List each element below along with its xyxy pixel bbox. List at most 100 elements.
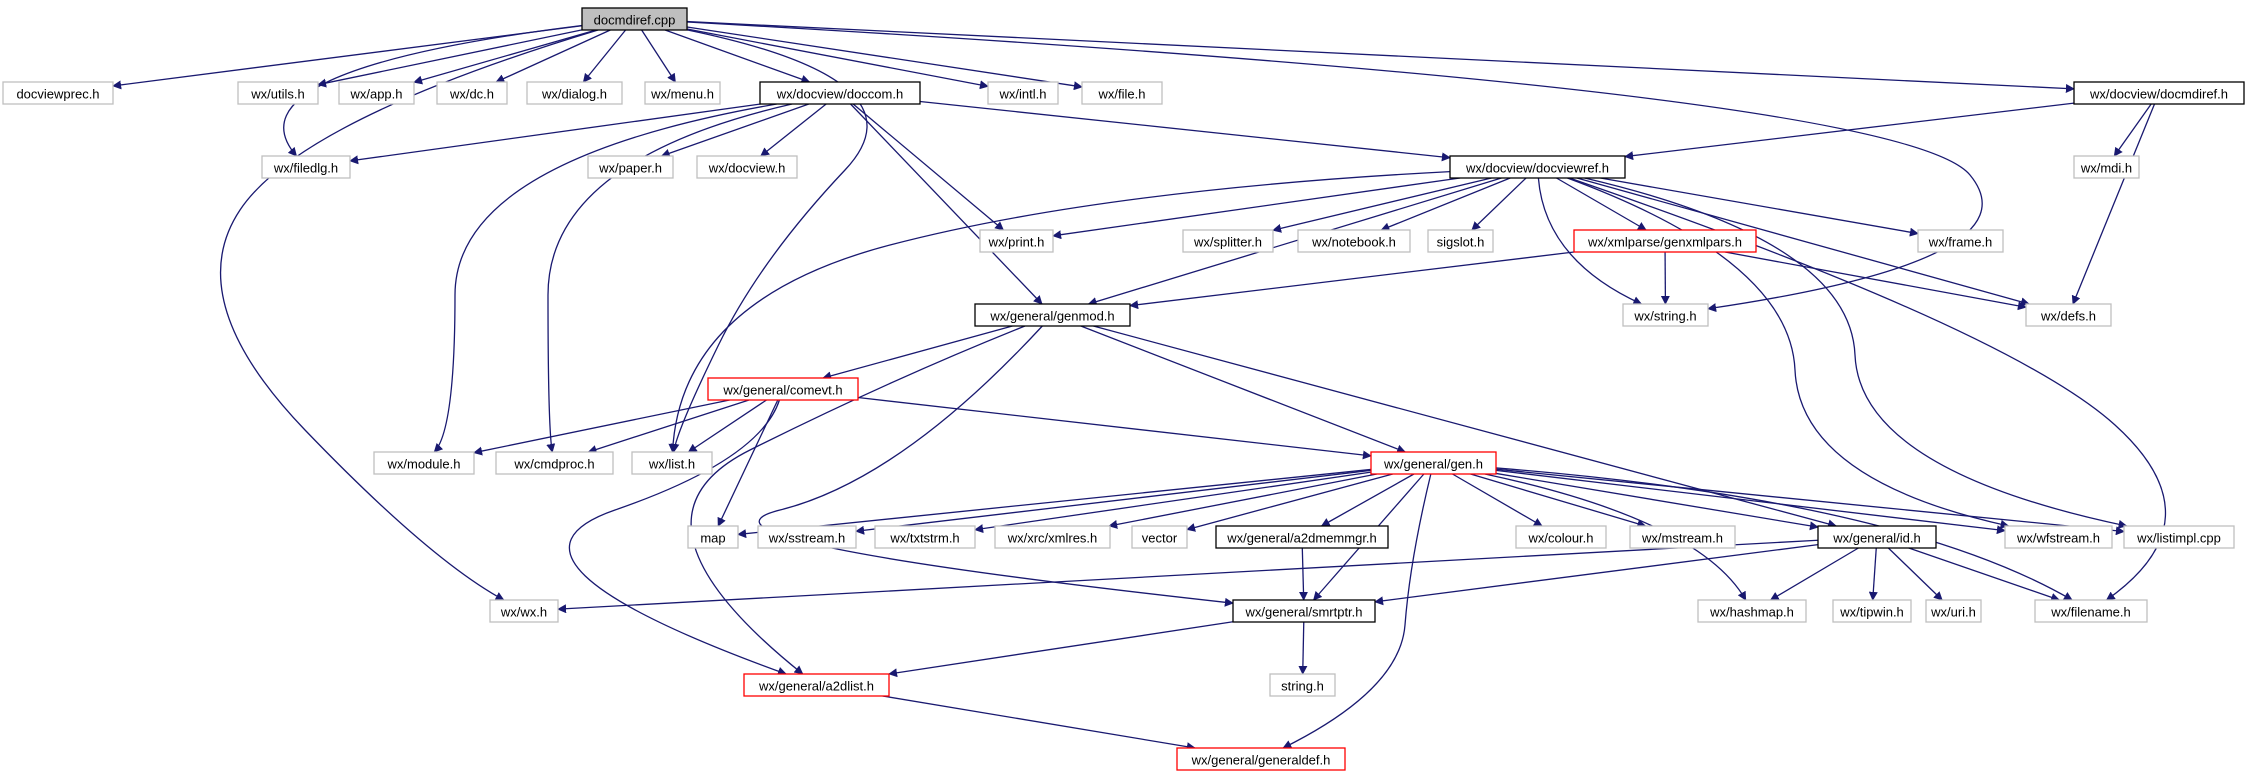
- edge-docviewref-to-splitter: [1272, 177, 1492, 233]
- node-label: wx/cmdproc.h: [513, 457, 594, 472]
- node-label: wx/filename.h: [2050, 605, 2130, 620]
- node-label: wx/general/a2dlist.h: [758, 679, 874, 694]
- edge-docviewref-to-print: [1052, 177, 1461, 240]
- node-label: wx/uri.h: [1930, 605, 1976, 620]
- node-box: [1629, 525, 1736, 549]
- node-label: wx/general/generaldef.h: [1191, 753, 1331, 768]
- edge-gen-to-mstream: [1470, 473, 1647, 529]
- node-wx-print-h: wx/print.h: [979, 229, 1054, 253]
- node-label: wx/filedlg.h: [273, 161, 338, 176]
- node-wx-defs-h: wx/defs.h: [2025, 303, 2112, 327]
- edge-docmdiref-cpp-to-docviewprec: [112, 25, 583, 90]
- node-box: [696, 155, 798, 179]
- node-box: [495, 451, 614, 475]
- node-wx-docview-docmdiref-h[interactable]: wx/docview/docmdiref.h: [2073, 81, 2245, 105]
- node-wx-mdi-h: wx/mdi.h: [2073, 155, 2140, 179]
- edge-comevt-to-a2dlist: [568, 399, 787, 676]
- edge-genmod-to-smrtptr: [758, 325, 1234, 607]
- edge-id-to-filename: [1908, 547, 2061, 602]
- node-label: wx/docview/doccom.h: [776, 87, 903, 102]
- node-label: wx/general/a2dmemmgr.h: [1226, 531, 1377, 546]
- node-label: wx/docview/docmdiref.h: [2089, 87, 2228, 102]
- node-wx-string-h: wx/string.h: [1622, 303, 1709, 327]
- edge-docmdiref-cpp-to-doccom: [664, 29, 811, 84]
- node-label: string.h: [1281, 679, 1324, 694]
- node-wx-general-comevt-h[interactable]: wx/general/comevt.h: [707, 377, 859, 401]
- node-wx-general-gen-h[interactable]: wx/general/gen.h: [1370, 451, 1497, 475]
- node-wx-menu-h: wx/menu.h: [644, 81, 721, 105]
- node-box: [979, 229, 1054, 253]
- edge-docviewref-to-notebook: [1380, 177, 1511, 232]
- edge-comevt-to-cmdproc: [587, 399, 750, 454]
- edge-docmdiref-h-to-mdi: [2113, 103, 2152, 157]
- node-box: [2004, 525, 2113, 549]
- node-wx-general-id-h[interactable]: wx/general/id.h: [1817, 525, 1937, 549]
- node-label: wx/wx.h: [500, 605, 547, 620]
- node-wx-general-smrtptr-h[interactable]: wx/general/smrtptr.h: [1232, 599, 1376, 623]
- node-wx-docview-docviewref-h[interactable]: wx/docview/docviewref.h: [1449, 155, 1626, 179]
- node-box: [1081, 81, 1163, 105]
- node-label: wx/menu.h: [650, 87, 714, 102]
- node-label: wx/txtstrm.h: [889, 531, 959, 546]
- node-docmdiref-cpp[interactable]: docmdiref.cpp: [581, 7, 688, 31]
- node-label: wx/general/genmod.h: [989, 309, 1114, 324]
- node-wx-filename-h: wx/filename.h: [2034, 599, 2148, 623]
- node-wx-general-genmod-h[interactable]: wx/general/genmod.h: [974, 303, 1131, 327]
- node-wx-docview-doccom-h[interactable]: wx/docview/doccom.h: [759, 81, 921, 105]
- node-wx-wx-h: wx/wx.h: [489, 599, 559, 623]
- node-label: wx/mdi.h: [2080, 161, 2132, 176]
- node-label: wx/xrc/xmlres.h: [1007, 531, 1098, 546]
- node-box: [874, 525, 976, 549]
- node-label: wx/string.h: [1633, 309, 1696, 324]
- edge-id-to-uri: [1887, 547, 1943, 601]
- node-box: [1131, 525, 1188, 549]
- node-box: [1622, 303, 1709, 327]
- node-box: [2123, 525, 2235, 549]
- edge-gen-to-sstream: [855, 469, 1372, 535]
- node-box: [1449, 155, 1626, 179]
- node-box: [436, 81, 508, 105]
- node-wx-dialog-h: wx/dialog.h: [526, 81, 623, 105]
- node-wx-general-a2dlist-h[interactable]: wx/general/a2dlist.h: [743, 673, 890, 697]
- edge-gen-to-id: [1495, 472, 1819, 531]
- node-box: [2073, 81, 2245, 105]
- node-box: [987, 81, 1059, 105]
- node-wx-splitter-h: wx/splitter.h: [1182, 229, 1274, 253]
- node-box: [2034, 599, 2148, 623]
- node-wx-docview-h: wx/docview.h: [696, 155, 798, 179]
- node-label: docmdiref.cpp: [594, 13, 676, 28]
- node-box: [2025, 303, 2112, 327]
- node-label: wx/notebook.h: [1311, 235, 1396, 250]
- edge-doccom-to-docviewref: [919, 100, 1451, 162]
- node-box: [338, 81, 415, 105]
- edge-id-to-smrtptr: [1374, 543, 1819, 606]
- node-sigslot-h: sigslot.h: [1427, 229, 1494, 253]
- node-wx-tipwin-h: wx/tipwin.h: [1832, 599, 1912, 623]
- node-label: wx/mstream.h: [1641, 531, 1723, 546]
- edge-doccom-to-paper: [660, 103, 810, 158]
- node-box: [1515, 525, 1607, 549]
- node-box: [1817, 525, 1937, 549]
- node-wx-general-generaldef-h[interactable]: wx/general/generaldef.h: [1176, 747, 1346, 771]
- node-map: map: [687, 525, 739, 549]
- edge-doccom-to-filedlg: [349, 103, 761, 165]
- node-label: wx/tipwin.h: [1839, 605, 1904, 620]
- node-label: wx/dc.h: [449, 87, 494, 102]
- node-label: wx/general/id.h: [1832, 531, 1920, 546]
- edge-docviewref-to-frame: [1600, 177, 1919, 237]
- edge-docmdiref-cpp-to-menu: [641, 29, 676, 83]
- edge-doccom-to-cmdproc: [546, 103, 793, 453]
- node-docviewprec-h: docviewprec.h: [2, 81, 114, 105]
- node-wx-xmlparse-genxmlpars-h[interactable]: wx/xmlparse/genxmlpars.h: [1573, 229, 1757, 253]
- edge-gen-to-listimpl: [1495, 468, 2125, 536]
- edge-gen-to-a2dmemmgr: [1320, 473, 1415, 527]
- edge-genxmlpars-to-defs: [1724, 251, 2027, 311]
- edge-doccom-to-genmod: [850, 103, 1043, 305]
- node-label: sigslot.h: [1437, 235, 1485, 250]
- edge-comevt-to-list: [687, 399, 767, 453]
- node-label: wx/dialog.h: [541, 87, 607, 102]
- node-wx-general-a2dmemmgr-h[interactable]: wx/general/a2dmemmgr.h: [1215, 525, 1389, 549]
- node-box: [1427, 229, 1494, 253]
- edge-gen-to-xmlres: [1108, 473, 1377, 529]
